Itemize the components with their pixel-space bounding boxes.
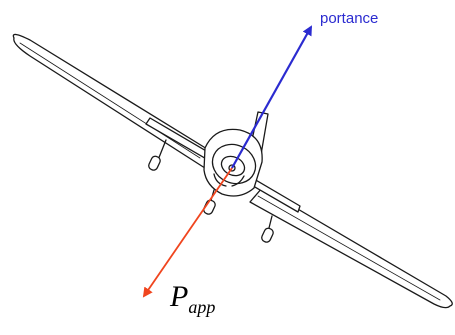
- left-wheel: [148, 155, 161, 171]
- weight-arrow: [142, 167, 233, 298]
- lift-label: portance: [320, 10, 378, 27]
- aircraft-icon: [12, 33, 453, 309]
- right-wheel: [261, 227, 274, 243]
- lift-arrow: [231, 25, 312, 169]
- left-gear-strut: [157, 139, 167, 161]
- weight-symbol: P: [169, 280, 188, 313]
- weight-subscript: app: [188, 297, 215, 317]
- weight-label: Papp: [169, 280, 215, 317]
